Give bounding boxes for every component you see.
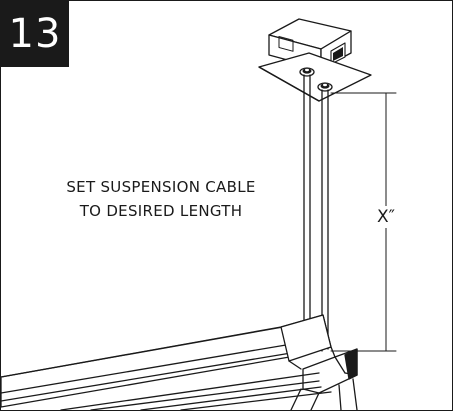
suspension-cables <box>303 74 329 352</box>
step-number: 13 <box>8 11 62 57</box>
instruction-text: SET SUSPENSION CABLE TO DESIRED LENGTH <box>31 175 291 223</box>
step-number-badge: 13 <box>1 1 69 67</box>
canopy-plate <box>258 52 372 102</box>
dimension-label: X″ <box>371 206 401 228</box>
instruction-line-1: SET SUSPENSION CABLE <box>66 178 256 196</box>
light-fixture <box>1 314 358 410</box>
cable-gripper-left <box>299 67 315 77</box>
instruction-line-2: TO DESIRED LENGTH <box>79 202 243 220</box>
cable-gripper-right <box>317 82 333 92</box>
